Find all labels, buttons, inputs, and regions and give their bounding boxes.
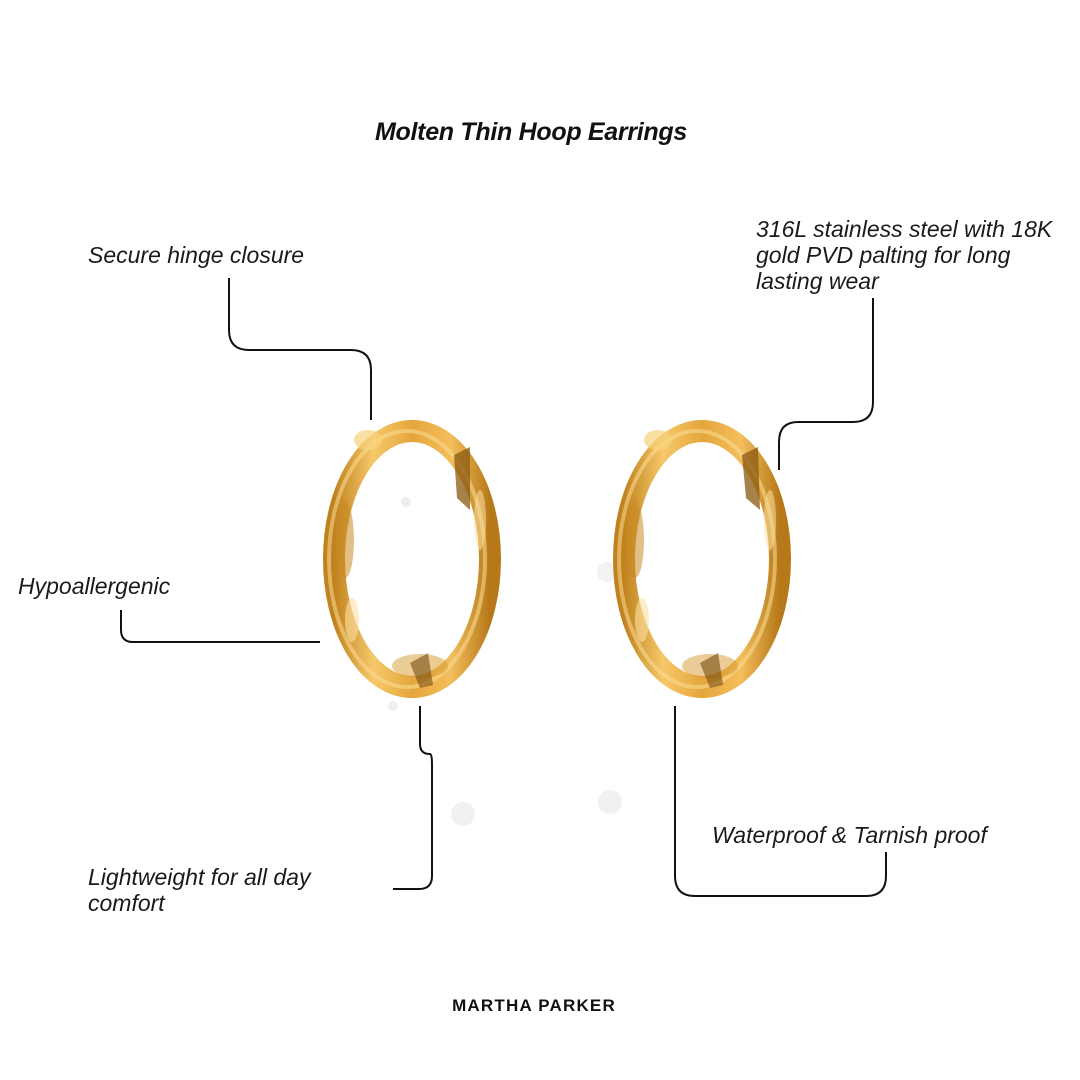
decor-dot [401, 497, 411, 507]
callout-line-lightweight [393, 706, 433, 890]
decor-dot [597, 562, 617, 582]
decor-dot [388, 701, 398, 711]
feature-hinge-label: Secure hinge closure [88, 242, 305, 268]
page-title: Molten Thin Hoop Earrings [375, 118, 687, 146]
decor-dot [598, 790, 622, 814]
callout-line-hinge [228, 278, 372, 420]
callout-line-hypo [120, 610, 320, 643]
callout-line-steel [778, 298, 874, 470]
decor-dot [451, 802, 475, 826]
feature-waterproof-label: Waterproof & Tarnish proof [712, 822, 987, 848]
feature-hypoallergenic-label: Hypoallergenic [18, 573, 171, 599]
callout-line-waterproof [674, 706, 887, 897]
right-hoop-earring [613, 420, 791, 698]
brand-name: MARTHA PARKER [452, 996, 616, 1015]
left-hoop-earring [323, 420, 501, 698]
feature-lightweight-label: Lightweight for all day comfort [88, 864, 311, 916]
feature-steel-label: 316L stainless steel with 18K gold PVD p… [756, 216, 1053, 294]
